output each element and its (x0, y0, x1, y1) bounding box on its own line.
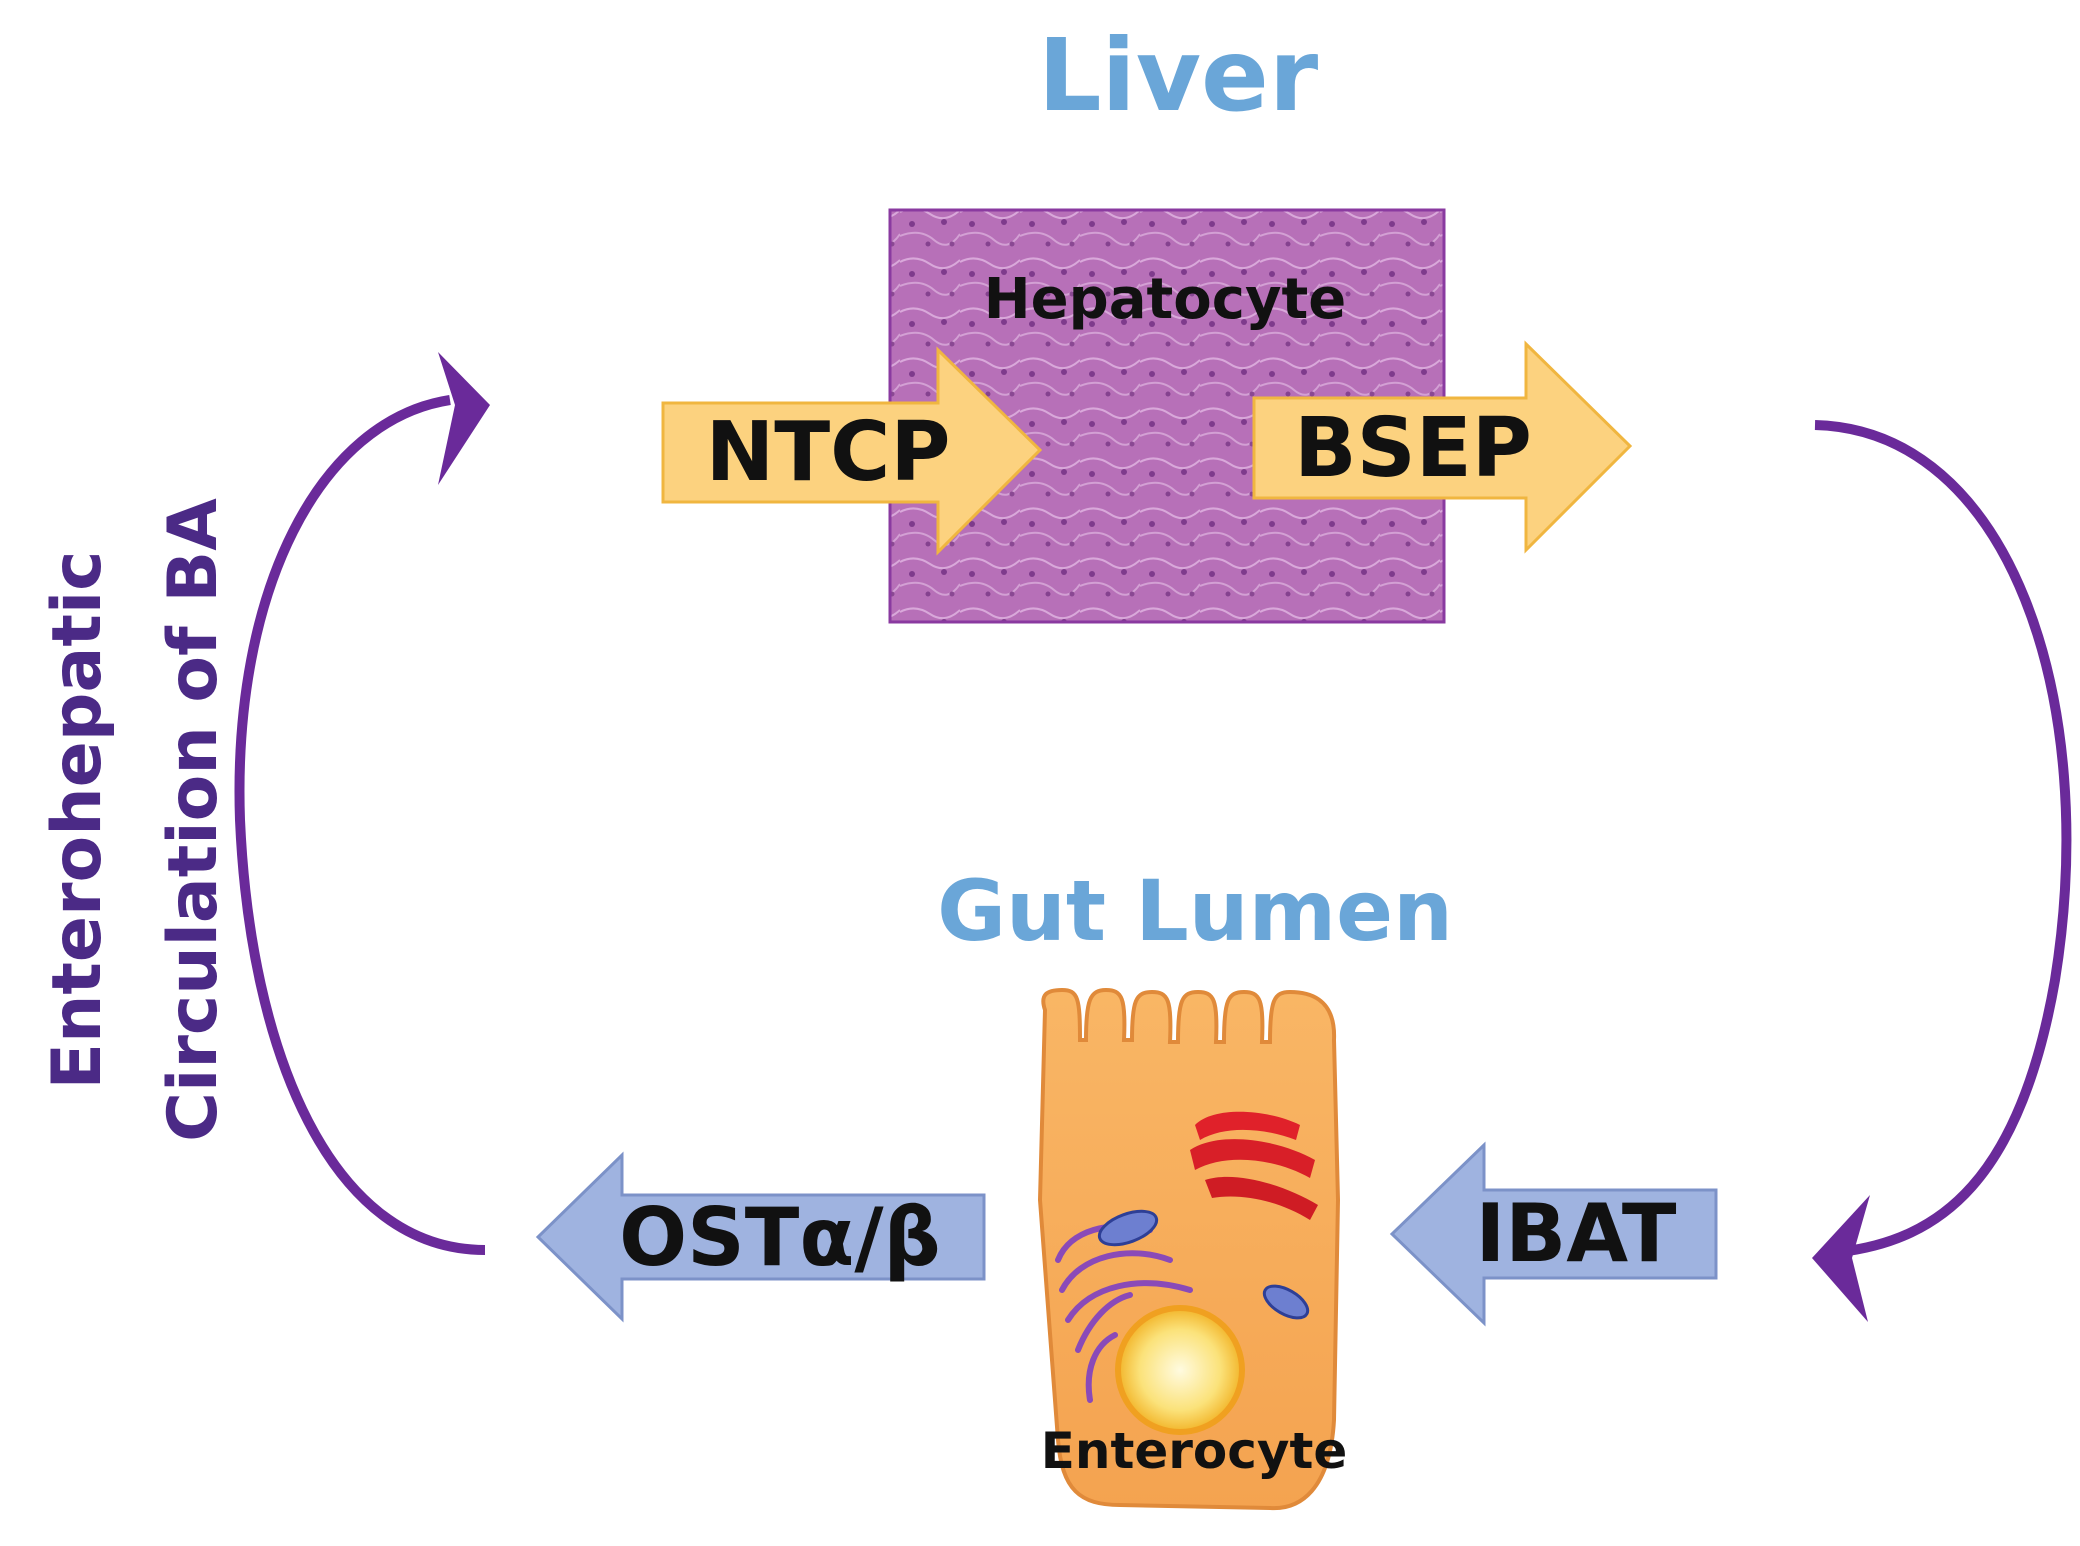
ntcp-label: NTCP (706, 405, 951, 500)
mitochondrion (1097, 1209, 1159, 1247)
hepatocyte-label: Hepatocyte (984, 267, 1346, 332)
left-cycle-curve (234, 395, 486, 1255)
ibat-arrow: IBAT (1389, 1141, 1718, 1327)
right-cycle-arrow (1812, 420, 2072, 1322)
gut-lumen-title: Gut Lumen (937, 862, 1453, 960)
side-label: Enterohepatic Circulation of BA (38, 498, 233, 1142)
golgi (1190, 1111, 1318, 1220)
enterocyte: Enterocyte (1037, 987, 1348, 1511)
right-cycle-curve (1814, 420, 2072, 1257)
side-label-line2: Circulation of BA (154, 498, 233, 1142)
bsep-arrow-shape (1252, 340, 1633, 554)
er-membranes (1055, 1223, 1193, 1403)
ibat-arrow-shape (1389, 1141, 1718, 1327)
side-label-line1: Enterohepatic (38, 551, 117, 1090)
ntcp-arrow-shape (661, 346, 1043, 556)
enterocyte-label: Enterocyte (1041, 1422, 1348, 1480)
bsep-arrow: BSEP (1252, 340, 1633, 554)
ntcp-arrow: NTCP (661, 346, 1043, 556)
ibat-label: IBAT (1475, 1187, 1676, 1280)
nucleus (1115, 1305, 1245, 1435)
liver-title: Liver (1038, 17, 1319, 134)
ost-label: OSTα/β (619, 1191, 941, 1284)
ost-arrow-shape (535, 1151, 986, 1323)
left-cycle-arrowhead (438, 352, 490, 485)
bsep-label: BSEP (1294, 401, 1532, 496)
right-cycle-arrowhead (1812, 1195, 1870, 1322)
ost-arrow: OSTα/β (535, 1151, 986, 1323)
left-cycle-arrow (234, 352, 490, 1255)
mitochondrion (1262, 1284, 1310, 1320)
